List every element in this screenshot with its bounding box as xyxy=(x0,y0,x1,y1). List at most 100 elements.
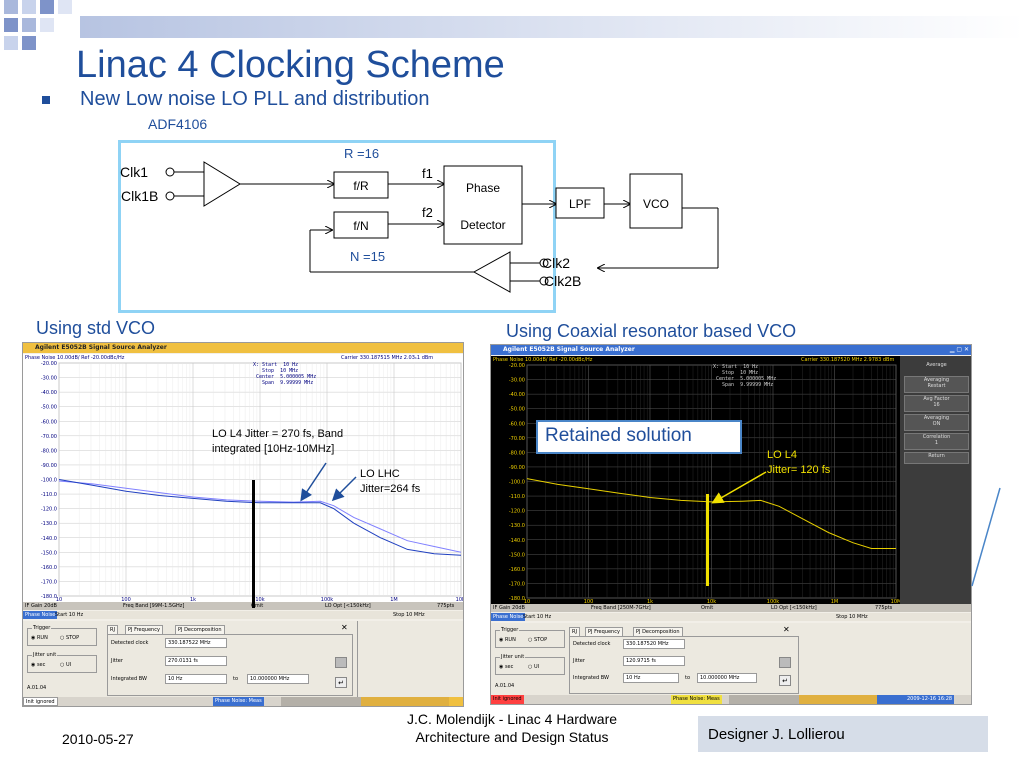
x-tick-label: 100k xyxy=(767,599,780,604)
clk1b-label: Clk1B xyxy=(121,188,158,204)
phase-noise-trace xyxy=(58,480,462,553)
y-tick-label: -120.0 xyxy=(41,507,57,513)
title-bar-gradient xyxy=(80,16,1024,38)
right-jitter-label: Jitter xyxy=(573,658,585,664)
right-plot-area[interactable]: Phase Noise 10.00dB/ Ref -20.00dBc/Hz Ca… xyxy=(491,356,900,604)
divider-r-label: f/R xyxy=(353,179,369,193)
right-carrier-readout: Carrier 330.187520 MHz 2.9783 dBm xyxy=(801,357,895,363)
right-softkey-return[interactable]: Return xyxy=(904,452,969,464)
right-sec-radio[interactable]: ◉ sec xyxy=(499,664,514,670)
right-bottom-bar: Init ignored Phase Noise: Meas 2009-12-1… xyxy=(491,695,971,704)
phase-detector-box xyxy=(443,165,523,245)
left-sec-radio[interactable]: ◉ sec xyxy=(31,662,46,668)
left-detected-value: 330.187522 MHz xyxy=(165,638,227,648)
y-tick-label: -40.00 xyxy=(509,392,525,398)
left-annotation-l4: LO L4 Jitter = 270 fs, Band integrated [… xyxy=(212,428,344,455)
phase-noise-trace xyxy=(526,478,896,549)
left-apply-icon[interactable]: ↵ xyxy=(335,677,347,688)
left-status-row-2: Phase Noise Start 10 Hz Stop 10 MHz xyxy=(23,611,463,619)
y-tick-label: -60.00 xyxy=(41,419,57,425)
y-tick-label: -150.0 xyxy=(509,552,525,558)
y-tick-label: -50.00 xyxy=(509,407,525,413)
left-jitter-unit-legend: Jitter unit xyxy=(32,652,58,658)
left-tab-pj-frequency[interactable]: PJ Frequency xyxy=(125,625,163,634)
y-tick-label: -180.0 xyxy=(41,594,57,600)
left-attn-strip xyxy=(361,697,449,706)
right-tab-pj-decomposition[interactable]: PJ Decomposition xyxy=(633,627,683,636)
left-jitter-label: Jitter xyxy=(111,658,123,664)
left-tab-rj[interactable]: RJ xyxy=(107,625,118,634)
right-status-points: 775pts xyxy=(875,605,893,611)
left-softkey-strip[interactable] xyxy=(281,697,361,706)
feedback-buffer xyxy=(472,251,511,293)
right-to-label: to xyxy=(685,675,691,681)
right-close-icon[interactable]: ✕ xyxy=(783,625,790,634)
right-apply-icon[interactable]: ↵ xyxy=(779,675,791,686)
right-run-radio[interactable]: ◉ RUN xyxy=(499,637,516,643)
x-tick-label: 10 xyxy=(56,597,62,602)
y-tick-label: -30.00 xyxy=(509,378,525,384)
y-tick-label: -170.0 xyxy=(41,579,57,585)
left-window-title: Agilent E5052B Signal Source Analyzer xyxy=(23,343,463,353)
right-grid-button[interactable] xyxy=(779,657,791,668)
x-tick-label: 1k xyxy=(647,599,653,604)
left-carrier-readout: Carrier 330.187515 MHz 2.03₁1 dBm xyxy=(341,355,434,361)
left-status-stop: Stop 10 MHz xyxy=(393,612,425,618)
y-tick-label: -100.0 xyxy=(509,480,525,486)
left-ibw-from-input[interactable]: 10 Hz xyxy=(165,674,227,684)
left-tab-pj-decomposition[interactable]: PJ Decomposition xyxy=(175,625,225,634)
divider-r-box xyxy=(333,171,389,199)
left-stop-radio[interactable]: ○ STOP xyxy=(60,635,80,641)
right-ui-radio[interactable]: ○ UI xyxy=(528,664,540,670)
y-tick-label: -140.0 xyxy=(41,536,57,542)
right-version: A.01.04 xyxy=(495,683,515,689)
left-measurement-readout: X: Start 10 Hz Stop 10 MHz Center 5.0000… xyxy=(253,362,317,386)
y-tick-label: -20.00 xyxy=(509,363,525,369)
y-tick-label: -180.0 xyxy=(509,596,525,602)
right-tab-pj-frequency[interactable]: PJ Frequency xyxy=(585,627,623,636)
left-plot-area[interactable]: Phase Noise 10.00dB/ Ref -20.00dBc/Hz Ca… xyxy=(23,354,463,602)
left-ibw-to-input[interactable]: 10.000000 MHz xyxy=(247,674,309,684)
left-caption: Using std VCO xyxy=(36,318,156,338)
y-tick-label: -130.0 xyxy=(509,523,525,529)
right-ibw-from-input[interactable]: 10 Hz xyxy=(623,673,679,683)
left-status-omit: Omit xyxy=(251,603,264,609)
page-title: Linac 4 Clocking Scheme xyxy=(76,44,505,86)
r-value-label: R =16 xyxy=(344,146,379,161)
phase-detector-label-1: Phase xyxy=(466,181,500,195)
y-tick-label: -140.0 xyxy=(509,538,525,544)
left-status-points: 775pts xyxy=(437,603,455,609)
right-analyzer-window: Agilent E5052B Signal Source Analyzer ▁ … xyxy=(490,344,972,705)
pll-block-diagram: Clk1 Clk1B f/R R =16 f1 f/N N =15 f2 Pha… xyxy=(120,146,719,293)
left-ui-radio[interactable]: ○ UI xyxy=(60,662,72,668)
right-ibw-to-input[interactable]: 10.000000 MHz xyxy=(697,673,757,683)
y-tick-label: -80.00 xyxy=(509,450,525,456)
right-tab-rj[interactable]: RJ xyxy=(569,627,580,636)
chip-label: ADF4106 xyxy=(148,116,208,132)
left-rj-panel xyxy=(107,634,353,696)
right-status-omit: Omit xyxy=(701,605,714,611)
n-value-label: N =15 xyxy=(350,249,385,264)
right-stop-radio[interactable]: ○ STOP xyxy=(528,637,548,643)
right-window-controls[interactable]: ▁ ▢ ✕ xyxy=(949,346,969,353)
right-window-title: Agilent E5052B Signal Source Analyzer xyxy=(491,345,971,355)
x-tick-label: 1M xyxy=(390,597,398,602)
left-marker-line xyxy=(252,480,255,608)
left-grid-button[interactable] xyxy=(335,657,347,668)
left-run-radio[interactable]: ◉ RUN xyxy=(31,635,48,641)
left-close-icon[interactable]: ✕ xyxy=(341,623,348,632)
right-softkey-strip[interactable] xyxy=(729,695,799,704)
left-init-status: Init ignored xyxy=(23,697,58,706)
clk2-label: Clk2 xyxy=(542,255,570,271)
left-to-label: to xyxy=(233,676,239,682)
lpf-box xyxy=(555,187,605,219)
right-caption: Using Coaxial resonator based VCO xyxy=(506,321,797,341)
right-jitter-unit-group: Jitter unit ◉ sec ○ UI xyxy=(495,654,565,675)
right-status-start: Start 10 Hz xyxy=(523,614,552,620)
right-detected-label: Detected clock xyxy=(573,641,611,647)
